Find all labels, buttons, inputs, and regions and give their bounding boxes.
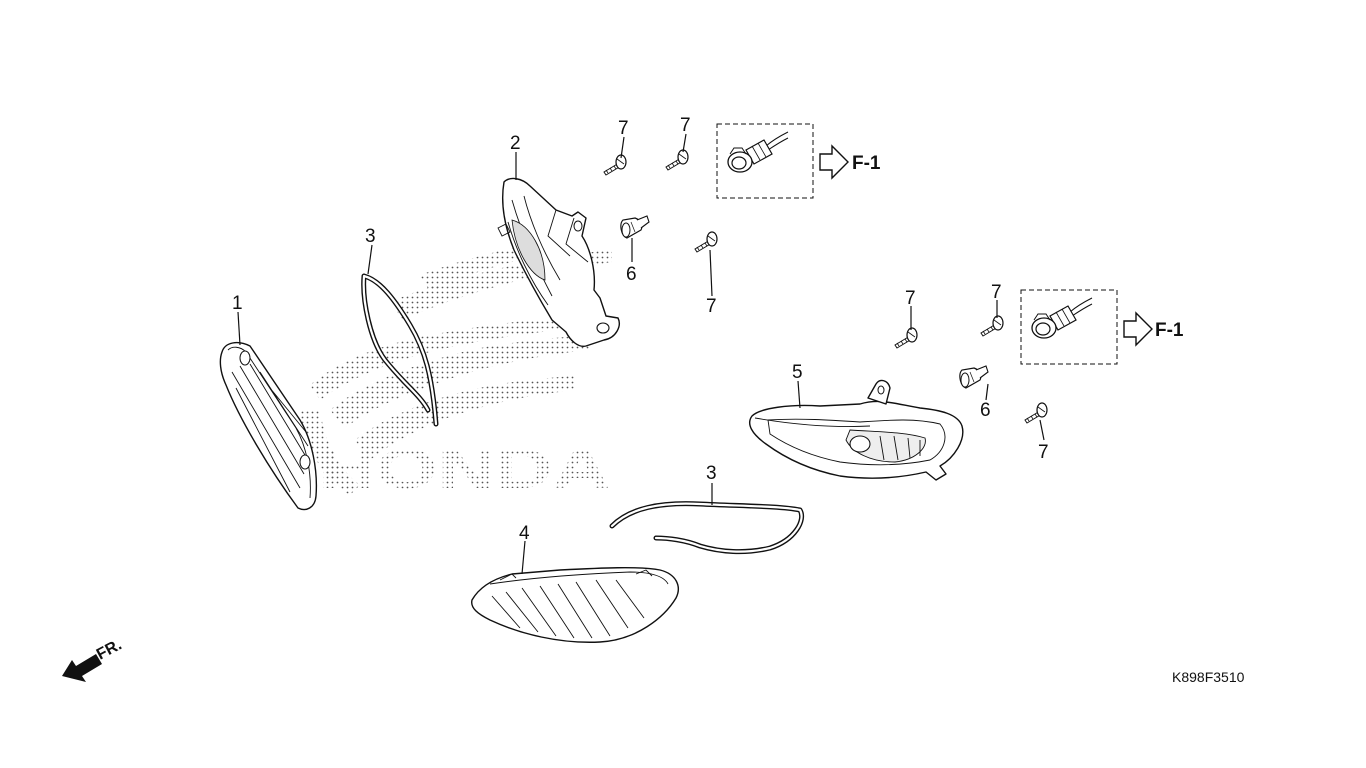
part-3-gasket-upper — [361, 273, 439, 427]
reference-label: F-1 — [852, 153, 881, 174]
callout-7: 7 — [991, 282, 1002, 303]
part-5-housing — [748, 379, 964, 481]
bulb-icon — [620, 215, 650, 239]
screw-icon — [894, 327, 918, 349]
callout-3: 3 — [706, 463, 717, 484]
callout-3: 3 — [365, 226, 376, 247]
watermark-text: HONDA — [318, 437, 610, 500]
socket-detail-lower — [1020, 289, 1118, 365]
reference-label: F-1 — [1155, 320, 1184, 341]
screw-icon — [665, 149, 689, 171]
screw-icon — [603, 154, 627, 176]
callout-7: 7 — [618, 118, 629, 139]
callout-7: 7 — [706, 296, 717, 317]
screw-icon — [694, 231, 718, 253]
part-4-lens — [471, 567, 679, 643]
part-3-gasket-lower — [609, 501, 804, 555]
socket-detail-upper — [716, 123, 814, 199]
drawing-code: K898F3510 — [1172, 669, 1245, 685]
callout-1: 1 — [232, 293, 243, 314]
callout-7: 7 — [905, 288, 916, 309]
screw-icon — [1024, 402, 1048, 424]
arrow-right-icon — [1123, 312, 1153, 346]
leader-lines — [237, 133, 1045, 575]
front-direction-indicator: FR. — [62, 636, 125, 682]
callout-2: 2 — [510, 133, 521, 154]
arrow-right-icon — [819, 145, 849, 179]
callout-4: 4 — [519, 523, 530, 544]
callout-5: 5 — [792, 362, 803, 383]
callout-6: 6 — [626, 264, 637, 285]
callout-7: 7 — [680, 115, 691, 136]
part-2-housing — [497, 177, 620, 347]
screw-icon — [980, 315, 1004, 337]
part-1-lens — [219, 341, 318, 511]
callout-6: 6 — [980, 400, 991, 421]
reference-arrow-lower: F-1 — [1123, 312, 1184, 346]
callout-7: 7 — [1038, 442, 1049, 463]
arrow-down-left-icon — [62, 654, 102, 682]
callout-numbers: 1 2 3 3 4 5 6 6 7 7 7 7 7 7 7 — [232, 115, 1049, 544]
reference-arrow-upper: F-1 — [819, 145, 881, 179]
bulb-icon — [959, 365, 989, 389]
